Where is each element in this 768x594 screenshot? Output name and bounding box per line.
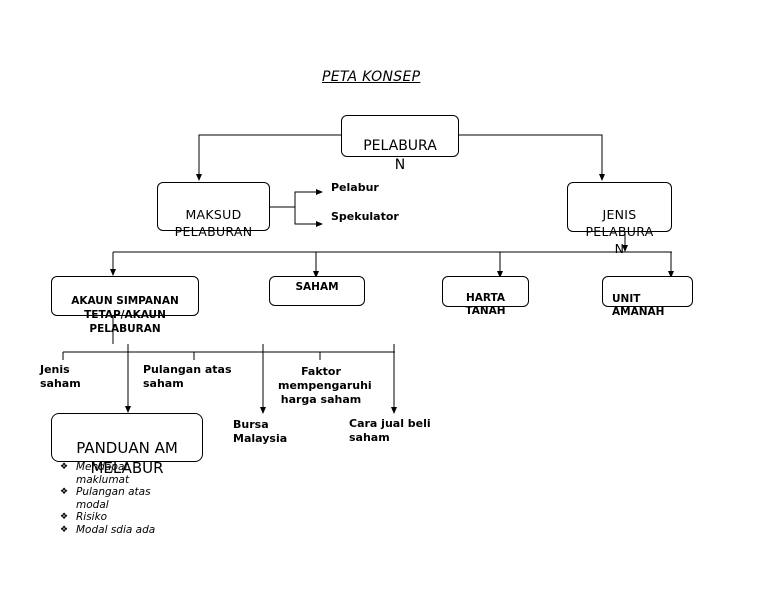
node-panduan-am-melabur: PANDUAN AM MELABUR (51, 413, 203, 477)
node-saham-label: SAHAM (295, 281, 339, 293)
list-item: ❖ Modal sdia ada (60, 523, 156, 536)
label-cara-jual-beli: Cara jual beli saham (349, 417, 431, 444)
page-title: PETA KONSEP (322, 69, 421, 85)
label-bursa-malaysia: Bursa Malaysia (233, 418, 288, 445)
label-faktor: Faktor mempengaruhi harga saham (278, 365, 372, 406)
diamond-bullet-icon: ❖ (60, 462, 69, 472)
node-maksud-pelaburan: MAKSUD PELABURAN (157, 182, 270, 239)
node-maksud-label: MAKSUD PELABURAN (174, 207, 253, 239)
label-jenis-saham: Jenis saham (40, 363, 81, 390)
diamond-bullet-icon: ❖ (60, 487, 69, 497)
node-panduan-label: PANDUAN AM MELABUR (76, 439, 178, 477)
node-akaun-simpanan: AKAUN SIMPANAN TETAP/AKAUN PELABURAN (51, 276, 199, 335)
node-akaun-label: AKAUN SIMPANAN TETAP/AKAUN PELABURAN (71, 295, 179, 335)
node-pelaburan-root-label: PELABURA N (363, 138, 437, 173)
label-pelabur: Pelabur (331, 181, 379, 194)
diamond-bullet-icon: ❖ (60, 512, 69, 522)
node-harta-tanah: HARTA TANAH (442, 276, 529, 317)
node-pelaburan-root: PELABURA N (341, 115, 459, 173)
diamond-bullet-icon: ❖ (60, 524, 69, 535)
node-unit-amanah: UNIT AMANAH (602, 276, 693, 318)
node-jenis-pelaburan: JENIS PELABURA N (567, 182, 672, 256)
list-item: ❖ Risiko (60, 511, 108, 523)
label-spekulator: Spekulator (331, 210, 399, 223)
list-item: ❖ Pulangan atas modal (60, 486, 151, 511)
panduan-points-list: ❖ Mendapat maklumat ❖ Pulangan atas moda… (60, 461, 164, 536)
label-pulangan-saham: Pulangan atas saham (143, 363, 232, 390)
node-jenis-label: JENIS PELABURA N (585, 207, 654, 256)
node-saham: SAHAM (269, 276, 365, 306)
node-harta-label: HARTA TANAH (465, 292, 506, 317)
list-item: ❖ Mendapat maklumat (60, 461, 130, 486)
node-unit-label: UNIT AMANAH (612, 293, 665, 318)
